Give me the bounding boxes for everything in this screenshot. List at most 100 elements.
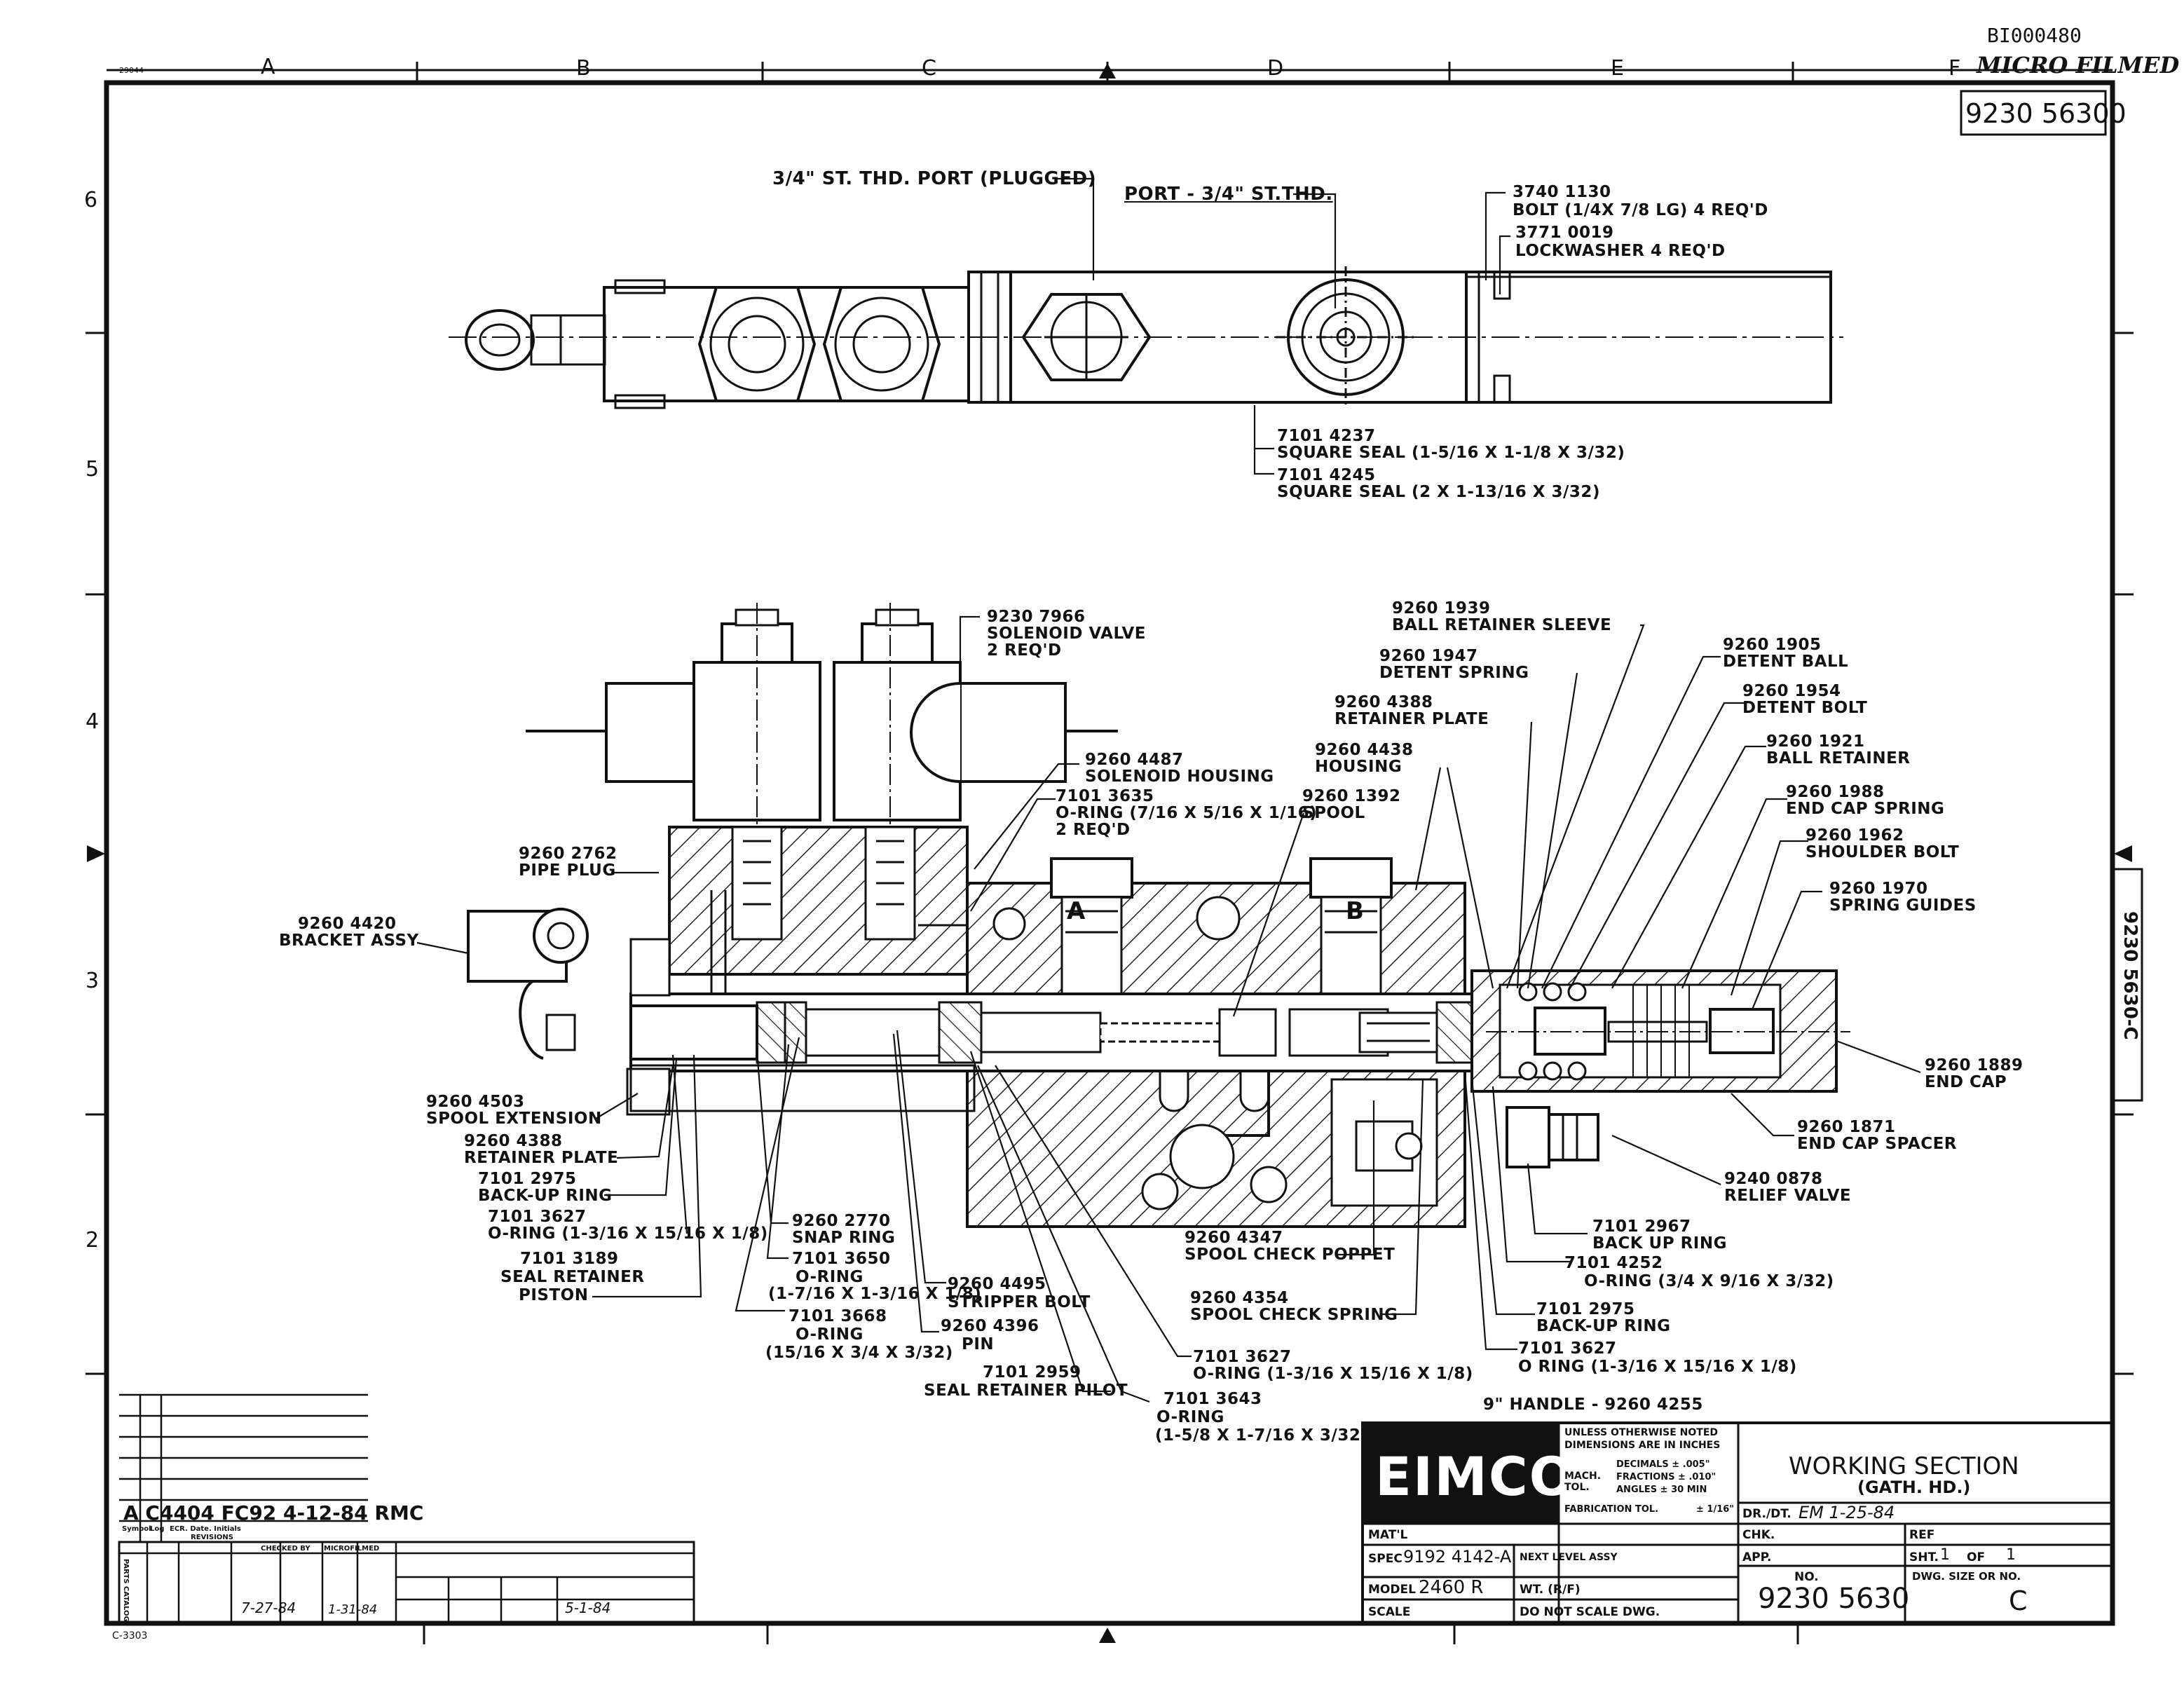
label-relief-valve-desc: RELIEF VALVE [1724,1187,1852,1205]
number-label: NO. [1794,1570,1819,1584]
label-bracket-assy-desc: BRACKET ASSY [279,932,419,950]
label-detent-ball-number: 9260 1905 [1723,636,1822,654]
drawn-value: EM 1-25-84 [1799,1503,1895,1522]
zone-col-a: A [261,55,275,79]
title-block-frame [1361,1421,2114,1625]
label-o-ring-3650-size: (1-7/16 X 1-3/16 X 1/8) [768,1285,982,1303]
label-relief-valve-number: 9240 0878 [1724,1170,1823,1188]
fab-tol-label: FABRICATION TOL. [1564,1504,1659,1515]
label-spool-check-poppet-number: 9260 4347 [1185,1229,1283,1247]
label-square-seal-1-number: 7101 4237 [1277,427,1376,445]
general-note-1: UNLESS OTHERWISE NOTED [1564,1427,1719,1438]
label-solenoid-valve-number: 9230 7966 [987,608,1086,626]
label-retainer-plate-left-number: 9260 4388 [464,1132,563,1150]
model-label: MODEL [1368,1583,1416,1597]
label-square-seal-1-desc: SQUARE SEAL (1-5/16 X 1-1/8 X 3/32) [1277,444,1625,462]
zone-col-b: B [576,56,591,81]
label-o-ring-3643-size: (1-5/8 X 1-7/16 X 3/32) [1155,1426,1369,1445]
label-end-cap-spring-desc: END CAP SPRING [1786,800,1945,818]
drawing-title-line2: (GATH. HD.) [1857,1478,1971,1497]
label-seal-retainer-pilot-number: 7101 2959 [983,1363,1081,1382]
corner-drawing-number: 9230 56300 [1965,98,2127,129]
label-o-ring-center-desc: O-RING (1-3/16 X 15/16 X 1/8) [1193,1365,1473,1383]
label-pipe-plug-number: 9260 2762 [519,845,617,863]
zone-col-f: F [1948,56,1961,81]
weight-label: WT. (R/F) [1520,1583,1581,1597]
decimals-tol: DECIMALS ± .005" [1616,1459,1710,1470]
label-end-cap-desc: END CAP [1925,1073,2007,1091]
rev-date-3: 5-1-84 [565,1599,611,1616]
label-snap-ring-desc: SNAP RING [792,1229,896,1247]
fab-tol-value: ± 1/16" [1696,1504,1735,1515]
label-bolt-number: 3740 1130 [1513,183,1611,201]
label-spool-number: 9260 1392 [1302,787,1401,805]
scale-label: SCALE [1368,1605,1411,1619]
label-ball-retainer-desc: BALL RETAINER [1766,749,1911,768]
label-detent-bolt-desc: DETENT BOLT [1742,699,1868,717]
label-o-ring-3668-size: (15/16 X 3/4 X 3/32) [765,1344,953,1362]
label-seal-retainer-piston-desc2: PISTON [519,1286,589,1304]
port-letter-a: A [1067,897,1086,925]
label-o-ring-3668-desc: O-RING [796,1325,864,1344]
label-seal-retainer-pilot-desc: SEAL RETAINER PILOT [924,1382,1128,1400]
microfilmed-stamp: MICRO FILMED [1977,52,2180,79]
label-pin-desc: PIN [962,1335,995,1353]
checked-label: CHK. [1742,1528,1775,1542]
size-value: C [2009,1585,2028,1616]
label-spool-check-spring-desc: SPOOL CHECK SPRING [1190,1306,1398,1324]
label-o-ring-left-desc: O-RING (1-3/16 X 15/16 X 1/8) [488,1224,768,1243]
label-detent-spring-number: 9260 1947 [1379,647,1478,665]
zone-col-c: C [922,56,936,81]
rev-microfilmed: MICROFILMED [324,1545,380,1553]
port-letter-b: B [1346,897,1364,925]
of-label: OF [1967,1550,1986,1564]
label-seal-retainer-piston-number: 7101 3189 [520,1250,619,1268]
label-o-ring-left-number: 7101 3627 [488,1208,587,1226]
label-seal-retainer-piston-desc: SEAL RETAINER [500,1268,645,1286]
small-code: 29044 [119,66,144,75]
top-view [449,266,1843,409]
label-end-cap-number: 9260 1889 [1925,1056,2023,1075]
label-shoulder-bolt-desc: SHOULDER BOLT [1806,843,1960,861]
label-spool-extension-desc: SPOOL EXTENSION [426,1110,602,1128]
rev-header-log: Log [150,1525,165,1533]
label-o-ring-3650-desc: O-RING [796,1268,864,1286]
label-lockwasher-desc: LOCKWASHER 4 REQ'D [1515,242,1726,260]
label-shoulder-bolt-number: 9260 1962 [1806,826,1904,845]
label-backup-ring-left-number: 7101 2975 [478,1170,577,1188]
sheet-value: 1 [1940,1546,1950,1564]
zone-row-5: 5 [86,457,100,482]
rev-header-symbol: Symbol [122,1525,151,1533]
callout-leaders [416,177,1921,1403]
label-end-cap-spring-number: 9260 1988 [1786,783,1885,801]
company-logo: EIMCO [1375,1445,1576,1508]
label-spring-guides-desc: SPRING GUIDES [1829,896,1977,915]
fractions-tol: FRACTIONS ± .010" [1616,1472,1717,1482]
mach-tol-label: MACH. TOL. [1564,1471,1602,1493]
label-o-ring-3668-number: 7101 3668 [789,1307,887,1325]
label-detent-ball-desc: DETENT BALL [1723,653,1849,671]
size-label: DWG. SIZE OR NO. [1912,1570,2021,1583]
rev-header-ecr: ECR. Date. Initials [170,1525,241,1533]
label-solenoid-valve-desc: SOLENOID VALVE [987,625,1146,643]
revision-block-frame [118,1393,695,1625]
label-ball-retainer-number: 9260 1921 [1766,732,1865,751]
rev-checked-by: CHECKED BY [261,1545,310,1553]
label-snap-ring-number: 9260 2770 [792,1212,891,1230]
label-end-cap-spacer-desc: END CAP SPACER [1797,1135,1958,1153]
label-spool-desc: SPOOL [1302,804,1365,822]
label-o-ring-3650-number: 7101 3650 [792,1250,891,1268]
label-spool-check-poppet-desc: SPOOL CHECK POPPET [1185,1246,1395,1264]
label-retainer-plate-right-number: 9260 4388 [1335,693,1433,711]
label-solenoid-housing-desc: SOLENOID HOUSING [1085,768,1274,786]
microfilm-id: BI000480 [1987,24,2082,47]
reference-label: REF [1909,1528,1935,1542]
sheet-border [86,62,2143,1644]
zone-col-d: D [1267,56,1284,81]
zone-row-3: 3 [86,969,100,993]
label-o-ring-3635-desc: O-RING (7/16 X 5/16 X 1/16) [1056,804,1318,822]
form-number: C-3303 [112,1630,148,1642]
label-retainer-plate-right-desc: RETAINER PLATE [1335,710,1489,728]
rev-header-revisions: REVISIONS [191,1534,233,1541]
